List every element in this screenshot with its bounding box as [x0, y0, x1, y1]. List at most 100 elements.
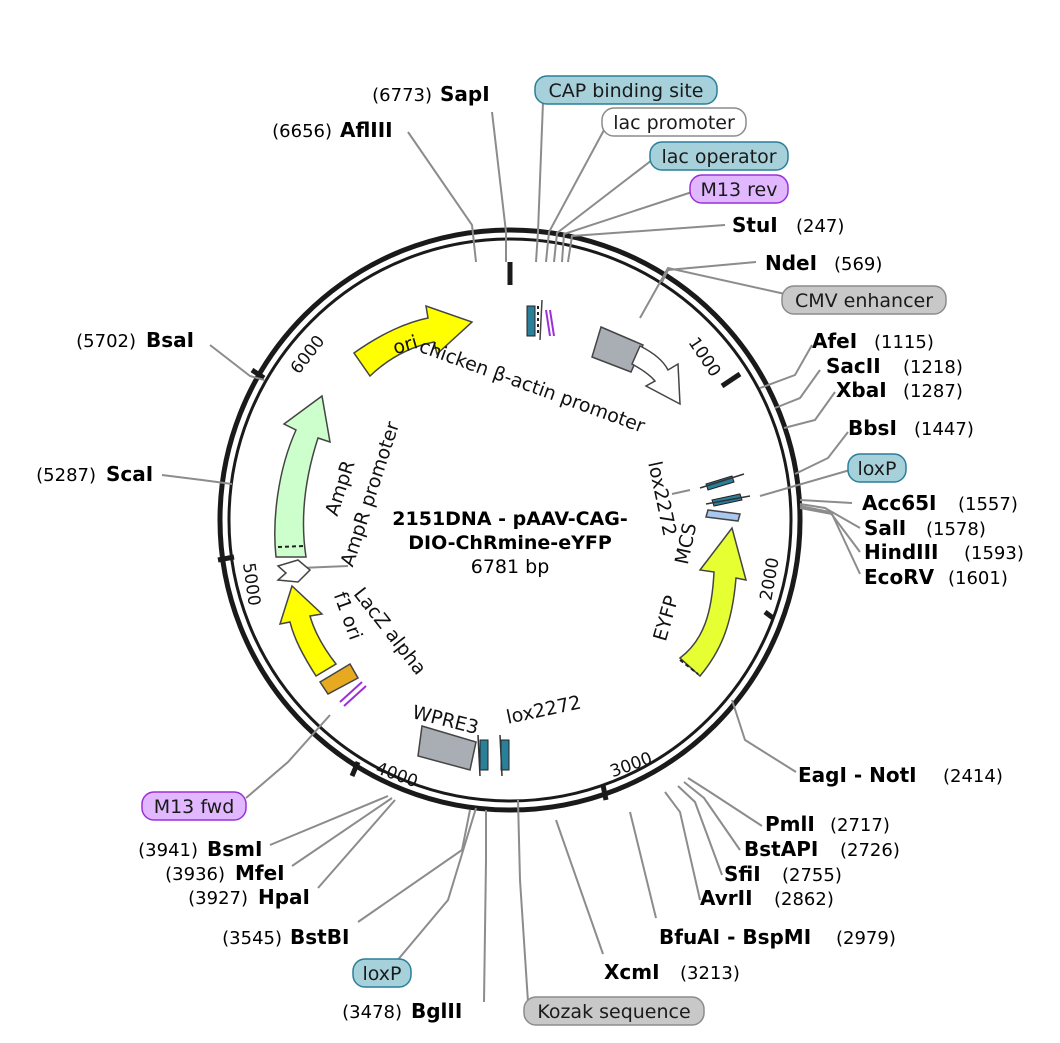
tick-6000: [250, 367, 266, 381]
site-pos-hpai: (3927): [188, 888, 248, 909]
site-pos-bglii: (3478): [342, 1002, 402, 1023]
badge-m13-fwd[interactable]: [141, 791, 247, 821]
feature-label-eyfp: EYFP: [649, 593, 683, 643]
site-name-scai: ScaI: [106, 462, 153, 486]
tick-marks: [217, 262, 775, 801]
site-bfuai-bspmi[interactable]: BfuAI - BspMI (2979): [659, 925, 896, 949]
site-xbai[interactable]: XbaI (1287): [836, 378, 963, 402]
site-name-pmli: PmlI: [765, 812, 815, 836]
site-pos-bbsi: (1447): [914, 419, 974, 440]
site-name-xbai: XbaI: [836, 378, 887, 402]
site-pmli[interactable]: PmlI (2717): [765, 812, 890, 836]
site-pos-bsai: (5702): [76, 331, 136, 352]
site-name-ndei: NdeI: [765, 251, 817, 275]
site-pos-sfii: (2755): [782, 865, 842, 886]
feature-label-lox2272-bottom: lox2272: [504, 691, 583, 728]
site-pos-bstapi: (2726): [840, 840, 900, 861]
badge-label-lac-promoter: lac promoter: [613, 112, 735, 134]
plasmid-name-line1: 2151DNA - pAAV-CAG-: [392, 508, 627, 530]
site-hindiii[interactable]: HindIII (1593): [864, 540, 1024, 564]
m13-fwd-mark-a: [339, 681, 363, 703]
site-bglii[interactable]: (3478) BglII: [342, 999, 462, 1023]
cap-lac-block: [526, 305, 536, 337]
site-stui[interactable]: StuI (247): [732, 213, 844, 237]
badge-loxp-bottom[interactable]: [352, 958, 412, 988]
site-pos-bsmi: (3941): [138, 840, 198, 861]
cmv-enhancer-block: [591, 325, 644, 373]
site-pos-hindiii: (1593): [964, 543, 1024, 564]
site-pos-sacii: (1218): [903, 357, 963, 378]
tick-1000: [720, 371, 742, 389]
badge-loxp-right[interactable]: [847, 453, 907, 483]
site-acc65i[interactable]: Acc65I (1557): [862, 491, 1018, 515]
site-sacii[interactable]: SacII (1218): [826, 354, 963, 378]
site-afliii[interactable]: (6656) AflIII: [272, 118, 393, 142]
site-xcmi[interactable]: XcmI (3213): [604, 960, 740, 984]
badge-cap-binding-site[interactable]: [534, 75, 718, 105]
site-name-afliii: AflIII: [340, 118, 393, 142]
site-sfii[interactable]: SfiI (2755): [724, 862, 842, 886]
site-name-ecorv: EcoRV: [864, 565, 935, 589]
site-bstapi[interactable]: BstAPI (2726): [744, 837, 900, 861]
site-pos-afei: (1115): [874, 332, 934, 353]
site-name-sapi: SapI: [440, 82, 490, 106]
badge-kozak-sequence[interactable]: [523, 996, 705, 1026]
ampr-arrow: [274, 394, 331, 558]
site-name-mfei: MfeI: [235, 861, 285, 885]
lox-bottom-line-b: [499, 734, 503, 777]
site-afei[interactable]: AfeI (1115): [812, 329, 934, 353]
loxp-bottom-block: [479, 739, 489, 771]
site-name-avrii: AvrII: [700, 886, 753, 910]
chicken-actin-promoter-arrow: [631, 344, 681, 406]
site-ndei[interactable]: NdeI (569): [765, 251, 882, 275]
site-bsmi[interactable]: (3941) BsmI: [138, 837, 262, 861]
site-hpai[interactable]: (3927) HpaI: [188, 885, 310, 909]
site-name-hpai: HpaI: [258, 885, 310, 909]
badge-lac-promoter[interactable]: [601, 107, 747, 137]
f1-ori-arrow: [278, 584, 338, 678]
ampr-promoter-arrow: [276, 559, 312, 583]
badge-cmv-enhancer[interactable]: [781, 285, 947, 315]
site-ecorv[interactable]: EcoRV (1601): [864, 565, 1008, 589]
site-scai[interactable]: (5287) ScaI: [36, 462, 153, 486]
lox-top-line-a: [699, 473, 745, 489]
m13-rev-mark-a: [545, 309, 551, 337]
backbone: [217, 227, 803, 813]
site-name-eagi-noti: EagI - NotI: [798, 763, 917, 787]
ampr-dashed-end: [277, 545, 305, 548]
site-sapi[interactable]: (6773) SapI: [372, 82, 490, 106]
site-name-bbsi: BbsI: [848, 416, 897, 440]
site-name-afei: AfeI: [812, 329, 857, 353]
site-pos-bfuai-bspmi: (2979): [836, 928, 896, 949]
wpre3-block: [417, 725, 477, 771]
site-mfei[interactable]: (3936) MfeI: [165, 861, 284, 885]
site-bsai[interactable]: (5702) BsaI: [76, 328, 194, 352]
eyfp-arrow: [678, 526, 748, 678]
badge-label-lac-operator: lac operator: [661, 146, 776, 168]
site-name-bglii: BglII: [411, 999, 462, 1023]
tick-label-1000: 1000: [684, 334, 725, 381]
badge-label-m13-fwd: M13 fwd: [154, 796, 235, 818]
site-pos-xbai: (1287): [903, 381, 963, 402]
badge-label-cmv-enhancer: CMV enhancer: [795, 290, 933, 312]
site-name-sfii: SfiI: [724, 862, 761, 886]
site-name-sacii: SacII: [826, 354, 881, 378]
site-pos-afliii: (6656): [272, 121, 332, 142]
site-name-bstbi: BstBI: [290, 925, 349, 949]
badge-label-loxp-bottom: loxP: [362, 963, 401, 985]
site-sali[interactable]: SalI (1578): [864, 516, 986, 540]
badge-lac-operator[interactable]: [649, 141, 789, 171]
badge-label-cap-binding-site: CAP binding site: [549, 80, 704, 102]
site-pos-ndei: (569): [834, 254, 882, 275]
tick-4000: [349, 761, 361, 777]
site-bbsi[interactable]: BbsI (1447): [848, 416, 974, 440]
restriction-sites: (6773) SapI (6656) AflIII (5702) BsaI (5…: [36, 82, 1024, 1023]
site-bstbi[interactable]: (3545) BstBI: [222, 925, 349, 949]
site-name-bstapi: BstAPI: [744, 837, 818, 861]
badge-m13-rev[interactable]: [689, 174, 789, 204]
tick-2000: [763, 610, 775, 620]
site-eagi-noti[interactable]: EagI - NotI (2414): [798, 763, 1003, 787]
site-avrii[interactable]: AvrII (2862): [700, 886, 834, 910]
m13-fwd-mark-b: [343, 685, 367, 707]
